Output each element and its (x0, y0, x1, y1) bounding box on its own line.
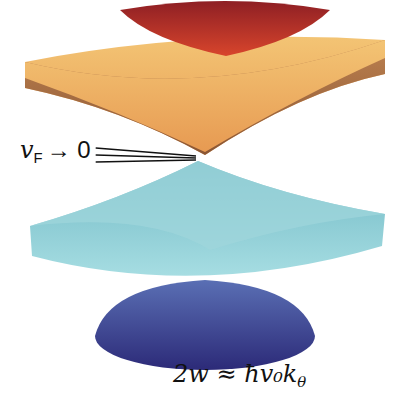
bottom-band-cap (95, 280, 315, 370)
top-band-cap (120, 1, 330, 56)
formula-text: F (34, 150, 43, 166)
upper-band-front (25, 40, 385, 152)
formula-label: vF→ 0 (20, 136, 91, 166)
leader-lines (96, 148, 196, 162)
formula-text: θ (297, 373, 306, 391)
lower-band-top (30, 161, 385, 250)
lower-band (30, 161, 385, 276)
formula-label: 2w ≈ ħv₀kθ (173, 360, 306, 391)
formula-text: → 0 (47, 136, 91, 163)
formula-text: v (20, 136, 34, 164)
formula-text: 2w ≈ ħv₀k (173, 360, 297, 388)
